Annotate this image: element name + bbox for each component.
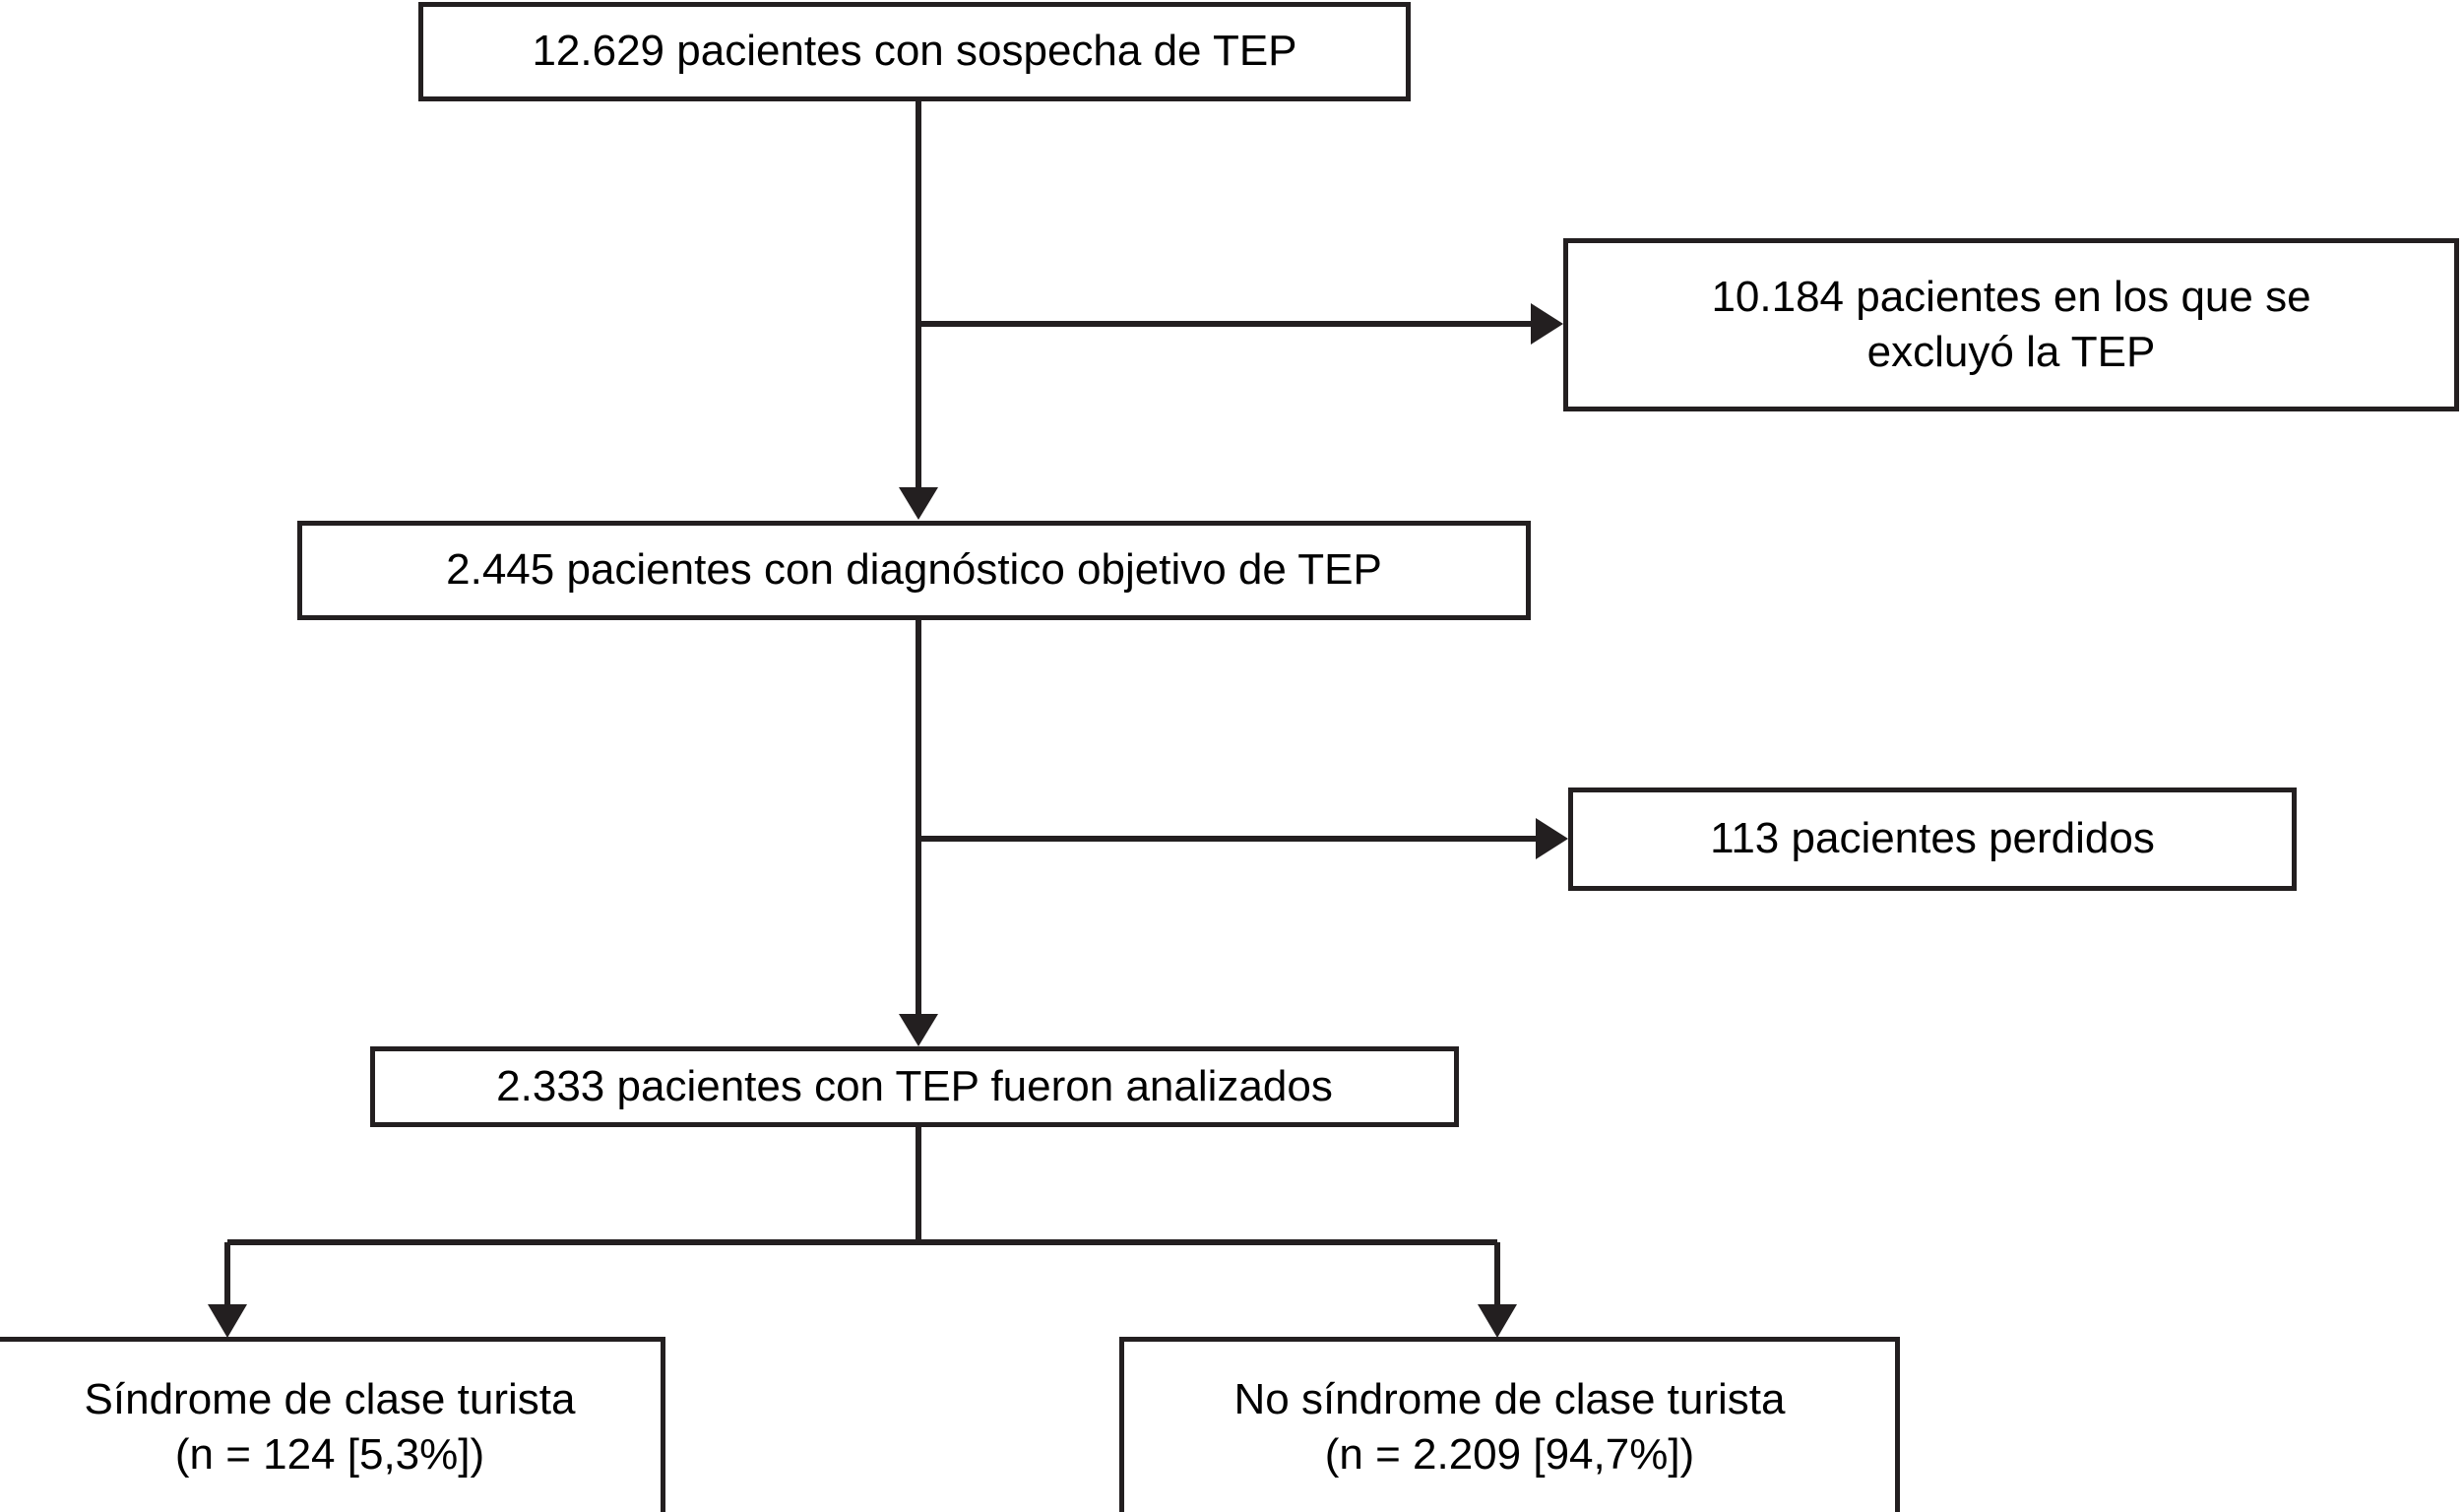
- edge-confirmed-to-analyzed: [899, 620, 938, 1046]
- edge-confirmed-to-lost: [918, 818, 1568, 859]
- node-analyzed-pe-label: 2.333 pacientes con TEP fueron analizado…: [496, 1061, 1333, 1110]
- node-economy-class-syndrome[interactable]: Síndrome de clase turista (n = 124 [5,3%…: [0, 1337, 665, 1512]
- node-confirmed-pe[interactable]: 2.445 pacientes con diagnóstico objetivo…: [297, 521, 1531, 620]
- node-suspected-pe[interactable]: 12.629 pacientes con sospecha de TEP: [418, 2, 1411, 101]
- node-confirmed-pe-label: 2.445 pacientes con diagnóstico objetivo…: [446, 545, 1382, 595]
- node-economy-class-syndrome-label: Síndrome de clase turista (n = 124 [5,3%…: [84, 1374, 576, 1479]
- node-suspected-pe-label: 12.629 pacientes con sospecha de TEP: [532, 27, 1297, 76]
- node-analyzed-pe[interactable]: 2.333 pacientes con TEP fueron analizado…: [370, 1046, 1459, 1127]
- node-lost-to-followup[interactable]: 113 pacientes perdidos: [1568, 788, 2297, 891]
- node-excluded-pe[interactable]: 10.184 pacientes en los que se excluyó l…: [1563, 238, 2459, 411]
- node-excluded-pe-label: 10.184 pacientes en los que se excluyó l…: [1711, 272, 2311, 376]
- edge-analyzed-split: [208, 1127, 1517, 1338]
- edge-suspected-to-excluded: [918, 303, 1563, 345]
- edge-suspected-to-confirmed: [899, 101, 938, 520]
- node-lost-to-followup-label: 113 pacientes perdidos: [1710, 814, 2155, 863]
- node-no-economy-class-syndrome-label: No síndrome de clase turista (n = 2.209 …: [1233, 1374, 1786, 1479]
- node-no-economy-class-syndrome[interactable]: No síndrome de clase turista (n = 2.209 …: [1119, 1337, 1900, 1512]
